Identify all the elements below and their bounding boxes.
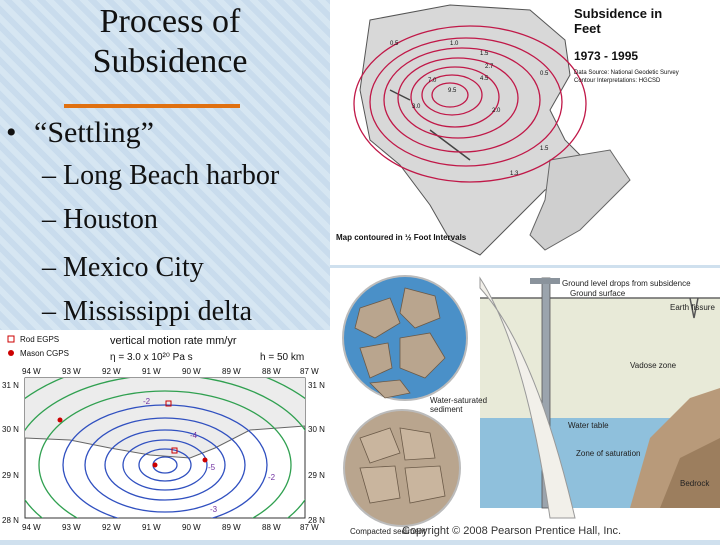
label-water-saturated-2: sediment	[430, 405, 463, 414]
gps-map-graphic: Rod EGPS Mason CGPS vertical motion rate…	[0, 330, 330, 540]
gps-top-tick: 92 W	[102, 367, 121, 376]
gps-bottom-tick: 91 W	[142, 523, 161, 532]
label-ground-surface: Ground surface	[570, 289, 626, 298]
houston-contour-label: 1.5	[480, 51, 489, 57]
gps-bottom-tick: 90 W	[182, 523, 201, 532]
houston-map-title: Subsidence in	[574, 6, 662, 21]
label-water-table: Water table	[568, 421, 609, 430]
label-earth-fissure: Earth fissure	[670, 303, 715, 312]
label-zone-of-saturation: Zone of saturation	[576, 449, 640, 458]
sub-item-mexico-city: – Mexico City	[42, 252, 204, 283]
gps-bottom-tick: 93 W	[62, 523, 81, 532]
label-ground-drops: Ground level drops from subsidence	[562, 279, 691, 288]
gps-vertical-motion-map: Rod EGPS Mason CGPS vertical motion rate…	[0, 330, 330, 540]
gps-legend-mason: Mason CGPS	[20, 349, 69, 358]
label-bedrock: Bedrock	[680, 479, 710, 488]
label-vadose-zone: Vadose zone	[630, 361, 677, 370]
sub-item-long-beach: – Long Beach harbor	[42, 160, 280, 191]
title-line-2: Subsidence	[92, 43, 248, 80]
gps-legend-rod: Rod EGPS	[20, 335, 59, 344]
houston-contour-label: 0.5	[390, 41, 399, 47]
label-compacted-sediment: Compacted sediment	[350, 527, 426, 536]
gps-contour-label: -2	[268, 473, 276, 482]
gps-bottom-tick: 92 W	[102, 523, 121, 532]
compaction-diagram: Ground level drops from subsidence Groun…	[330, 268, 720, 540]
gps-right-tick: 29 N	[308, 471, 325, 480]
houston-map-source: Data Source: National Geodetic Survey	[574, 70, 679, 76]
houston-subsidence-map: 9.5 7.0 4.5 3.0 2.0 0.5 1.0 1.5 2.7 0.5 …	[330, 0, 720, 265]
gps-left-tick: 31 N	[2, 381, 19, 390]
title-line-1: Process of	[99, 3, 241, 40]
gps-left-tick: 28 N	[2, 516, 19, 525]
gps-top-tick: 91 W	[142, 367, 161, 376]
houston-map-footer: Map contoured in ½ Foot Intervals	[336, 233, 467, 242]
label-water-saturated: Water-saturated	[430, 396, 487, 405]
houston-contour-label: 4.5	[480, 76, 489, 82]
houston-contour-label: 9.5	[448, 88, 457, 94]
houston-map-years: 1973 - 1995	[574, 49, 638, 63]
bullet-item: • “Settling”	[6, 116, 154, 150]
gps-bottom-tick: 87 W	[300, 523, 319, 532]
houston-contour-label: 2.0	[492, 108, 501, 114]
gps-bottom-tick: 88 W	[262, 523, 281, 532]
houston-contour-label: 1.3	[510, 171, 519, 177]
houston-contour-label: 3.0	[412, 104, 421, 110]
gps-left-tick: 30 N	[2, 425, 19, 434]
gps-map-title: vertical motion rate mm/yr	[110, 335, 237, 347]
houston-contour-label: 2.7	[485, 64, 494, 70]
houston-contour-label: 1.5	[540, 146, 549, 152]
gps-bottom-tick: 94 W	[22, 523, 41, 532]
gps-contour-label: -4	[190, 431, 198, 440]
sub-item-houston: – Houston	[42, 204, 158, 235]
title-underline	[64, 104, 240, 108]
sub-item-mississippi-delta: – Mississippi delta	[42, 296, 253, 327]
gps-contour-label: -5	[208, 463, 216, 472]
copyright-text: Copyright © 2008 Pearson Prentice Hall, …	[402, 525, 621, 537]
houston-contour-label: 0.5	[540, 71, 549, 77]
houston-map-title-2: Feet	[574, 21, 601, 36]
houston-contour-label: 1.0	[450, 41, 459, 47]
gps-contour-label: -3	[210, 505, 218, 514]
gps-param-h: h = 50 km	[260, 352, 304, 363]
gps-top-tick: 87 W	[300, 367, 319, 376]
bullet-text: “Settling”	[34, 116, 154, 149]
bullet-dot-icon: •	[6, 116, 17, 149]
gps-top-tick: 89 W	[222, 367, 241, 376]
gps-bottom-tick: 89 W	[222, 523, 241, 532]
gps-param-eta: η = 3.0 x 10²⁰ Pa s	[110, 352, 193, 363]
houston-map-graphic: 9.5 7.0 4.5 3.0 2.0 0.5 1.0 1.5 2.7 0.5 …	[330, 0, 720, 265]
gps-right-tick: 31 N	[308, 381, 325, 390]
gps-right-tick: 30 N	[308, 425, 325, 434]
houston-contour-label: 7.0	[428, 78, 437, 84]
gps-top-tick: 94 W	[22, 367, 41, 376]
gps-left-tick: 29 N	[2, 471, 19, 480]
houston-map-contours: Contour Interpretations: HGCSD	[574, 78, 661, 84]
gps-top-tick: 90 W	[182, 367, 201, 376]
gps-contour-label: -2	[143, 397, 151, 406]
gps-top-tick: 88 W	[262, 367, 281, 376]
compaction-diagram-graphic: Ground level drops from subsidence Groun…	[330, 268, 720, 540]
gps-right-tick: 28 N	[308, 516, 325, 525]
gps-top-tick: 93 W	[62, 367, 81, 376]
slide-title: Process of Subsidence	[20, 2, 320, 82]
